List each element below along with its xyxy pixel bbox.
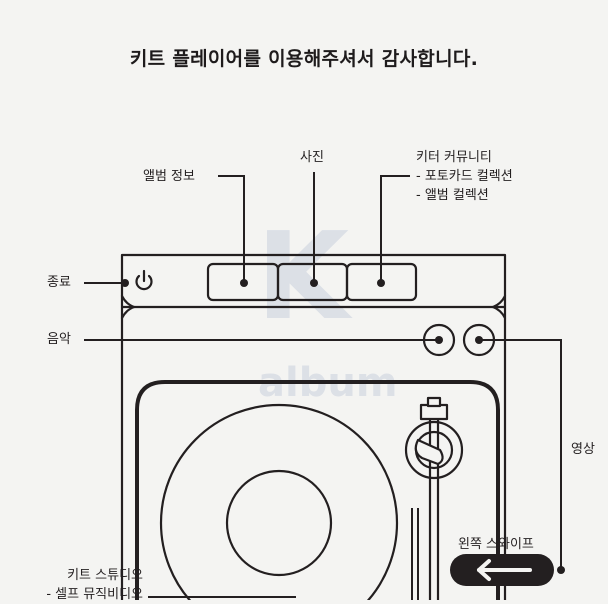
swipe-left-label: 왼쪽 스와이프 — [458, 537, 534, 552]
page-title: 키트 플레이어를 이용해주셔서 감사합니다. — [129, 48, 479, 70]
music-label: 음악 — [47, 332, 71, 347]
arrow-left-icon — [477, 559, 532, 581]
video-label: 영상 — [571, 442, 595, 457]
community-label: 키터 커뮤니티 - 포토카드 컬렉션 - 앨범 컬렉션 — [416, 148, 513, 205]
power-icon — [135, 269, 153, 291]
record-label — [225, 469, 333, 577]
community-item: - 앨범 컬렉션 — [416, 188, 489, 203]
community-item: - 포토카드 컬렉션 — [416, 169, 513, 184]
photo-label: 사진 — [300, 150, 324, 165]
record-outer — [159, 403, 399, 600]
album-info-label: 앨범 정보 — [143, 169, 195, 184]
exit-label: 종료 — [47, 275, 71, 290]
kit-studio-heading: 키트 스튜디오 — [67, 568, 143, 583]
swipe-left-indicator — [450, 554, 554, 586]
kit-studio-item: - 셀프 뮤직비디오 — [46, 587, 143, 602]
community-heading: 키터 커뮤니티 — [416, 150, 492, 165]
kit-studio-label: 키트 스튜디오 - 셀프 뮤직비디오 — [30, 566, 143, 604]
